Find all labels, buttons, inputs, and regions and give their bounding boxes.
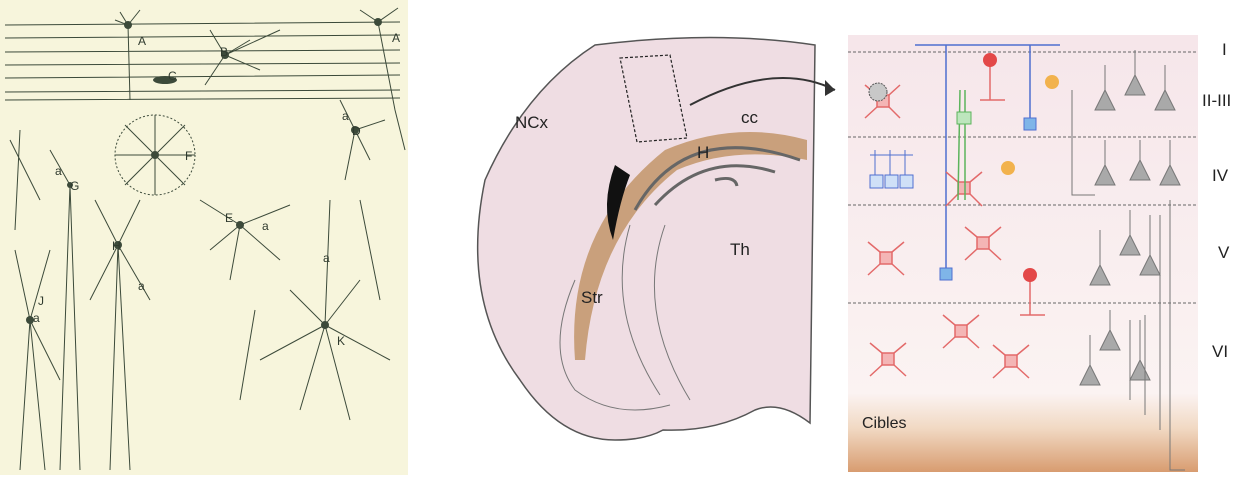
layer-VI: VI <box>1212 342 1228 361</box>
brain-outline <box>478 38 815 441</box>
label-a-H: a <box>138 279 145 293</box>
label-K: K <box>337 334 345 348</box>
region-NCx: NCx <box>515 113 549 132</box>
label-G: G <box>70 179 79 193</box>
cajal-cortex-drawing: A B C A D a G a F E a H a J a a K <box>0 0 408 475</box>
label-J: J <box>38 294 44 308</box>
label-A-right: A <box>392 31 400 45</box>
blue-bouton-2 <box>1024 118 1036 130</box>
region-Str: Str <box>581 288 603 307</box>
chandelier-cell-1 <box>983 53 997 67</box>
layer-V: V <box>1218 243 1230 262</box>
label-a-G: a <box>55 164 62 178</box>
label-a-K: a <box>323 251 330 265</box>
label-B: B <box>220 45 228 59</box>
label-C: C <box>168 69 177 83</box>
label-D: D <box>352 124 361 138</box>
layer-II-III: II-III <box>1202 91 1231 110</box>
layer-I: I <box>1222 40 1227 59</box>
blue-bouton-1 <box>940 268 952 280</box>
label-A-left: A <box>138 34 146 48</box>
cortical-layers-schematic: I II-III IV V VI Cibles <box>840 0 1251 475</box>
label-a-J: a <box>33 311 40 325</box>
label-H: H <box>112 239 121 253</box>
label-E: E <box>225 211 233 225</box>
label-a-E: a <box>262 219 269 233</box>
region-H: H <box>697 143 709 162</box>
orange-cell-2 <box>1001 161 1015 175</box>
orange-cell-1 <box>1045 75 1059 89</box>
arrow-head <box>825 80 835 96</box>
targets-label: Cibles <box>862 415 906 432</box>
green-cell <box>957 112 971 124</box>
region-cc: cc <box>741 108 759 127</box>
chandelier-cell-2 <box>1023 268 1037 282</box>
drawing-paper <box>0 0 408 475</box>
layer-IV: IV <box>1212 166 1229 185</box>
region-Th: Th <box>730 240 750 259</box>
coronal-brain-section: NCx cc H Th Str <box>415 0 840 475</box>
label-F: F <box>185 149 192 163</box>
gray-cell <box>869 83 887 101</box>
label-a-D: a <box>342 109 349 123</box>
